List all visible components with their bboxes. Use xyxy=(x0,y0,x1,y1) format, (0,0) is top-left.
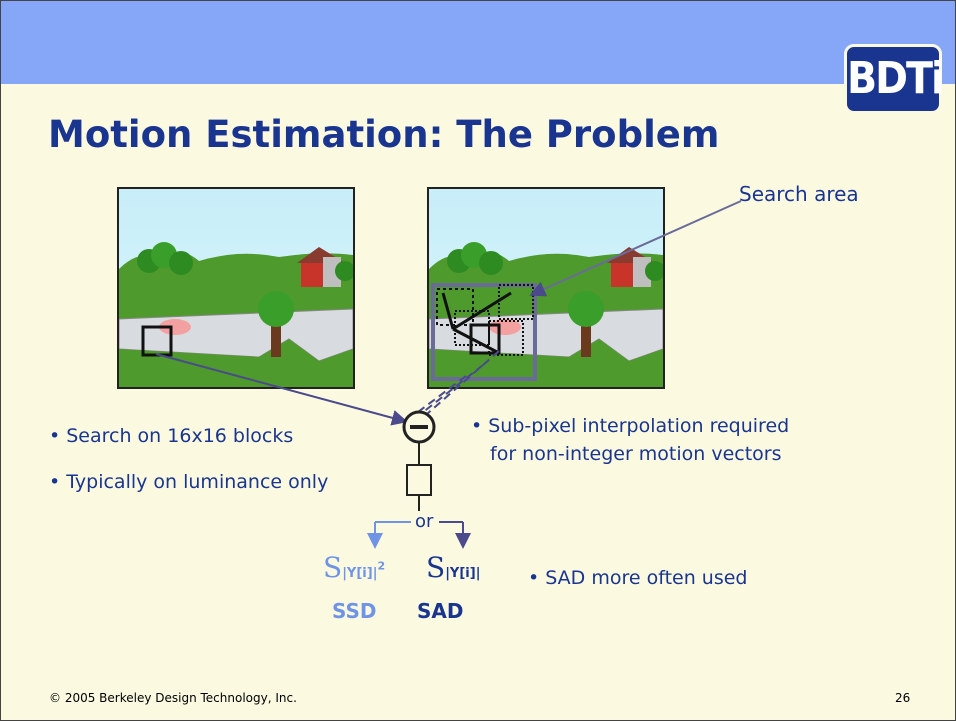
ssd-exponent: 2 xyxy=(377,559,386,573)
search-area-pointer xyxy=(529,200,742,297)
bullet-subpixel-1: • Sub-pixel interpolation required xyxy=(471,415,790,437)
bdti-logo: BDTi xyxy=(844,44,945,114)
bullet-search-blocks: • Search on 16x16 blocks xyxy=(49,425,294,447)
ssd-subscript: |Y[i]| xyxy=(342,566,378,581)
bullet-luminance: • Typically on luminance only xyxy=(49,471,329,493)
search-dash-3 xyxy=(426,350,500,415)
sad-sum-symbol: S xyxy=(426,551,446,584)
sad-label: SAD xyxy=(417,599,464,623)
slide-title: Motion Estimation: The Problem xyxy=(48,113,720,156)
video-frame-current xyxy=(427,187,665,389)
sad-note: • SAD more often used xyxy=(528,567,748,589)
video-frame-previous xyxy=(117,187,355,389)
footer-copyright: © 2005 Berkeley Design Technology, Inc. xyxy=(49,691,297,705)
ssd-label: SSD xyxy=(332,599,377,623)
title-banner xyxy=(1,1,955,84)
abs-block xyxy=(406,464,432,496)
bullet-subpixel-2: for non-integer motion vectors xyxy=(490,443,782,465)
page-number: 26 xyxy=(895,691,911,705)
sad-formula: S|Y[i]| xyxy=(426,551,480,584)
search-area-label: Search area xyxy=(739,182,859,206)
sad-subscript: |Y[i]| xyxy=(445,566,481,581)
ssd-formula: S|Y[i]|2 xyxy=(323,551,385,584)
or-label: or xyxy=(415,511,434,532)
block-connector xyxy=(155,353,408,426)
ssd-sum-symbol: S xyxy=(323,551,343,584)
search-dash-1 xyxy=(417,375,467,413)
